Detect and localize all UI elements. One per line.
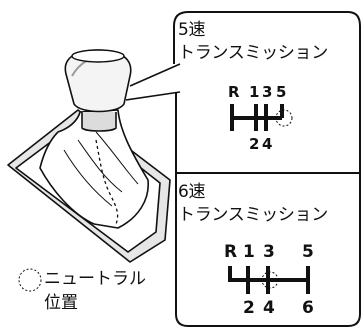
neutral-marker-5 [275, 109, 293, 127]
gear-5-1: 1 [249, 83, 260, 101]
gear-6-3: 3 [263, 242, 275, 262]
gear-6-6: 6 [302, 298, 314, 318]
callout-pointer [125, 63, 181, 101]
gear-5-2: 2 [249, 135, 260, 153]
shift-lever-illustration [7, 49, 171, 263]
gear-6-5: 5 [302, 242, 314, 262]
gear-6-4: 4 [263, 298, 275, 318]
gear-5-5: 5 [276, 83, 287, 101]
callout-frame [173, 11, 361, 327]
neutral-legend-symbol [18, 268, 42, 292]
gear-6-2: 2 [243, 298, 255, 318]
gear-5-4: 4 [262, 135, 273, 153]
callout-5-title-line1: 5速 [178, 20, 206, 40]
neutral-legend-line2: 位置 [44, 293, 78, 313]
callout-6-title-line1: 6速 [178, 182, 206, 202]
shift-pattern-6-speed [228, 266, 310, 294]
gear-6-R: R [224, 242, 238, 262]
gear-5-3: 3 [262, 83, 273, 101]
shift-pattern-5-speed [230, 104, 284, 131]
neutral-marker-6 [261, 271, 279, 289]
callout-6-title-line2: トランスミッション [178, 205, 328, 225]
gear-6-1: 1 [243, 242, 255, 262]
neutral-legend-line1: ニュートラル [44, 269, 146, 289]
gear-5-R: R [228, 83, 240, 101]
callout-5-title-line2: トランスミッション [178, 43, 328, 63]
